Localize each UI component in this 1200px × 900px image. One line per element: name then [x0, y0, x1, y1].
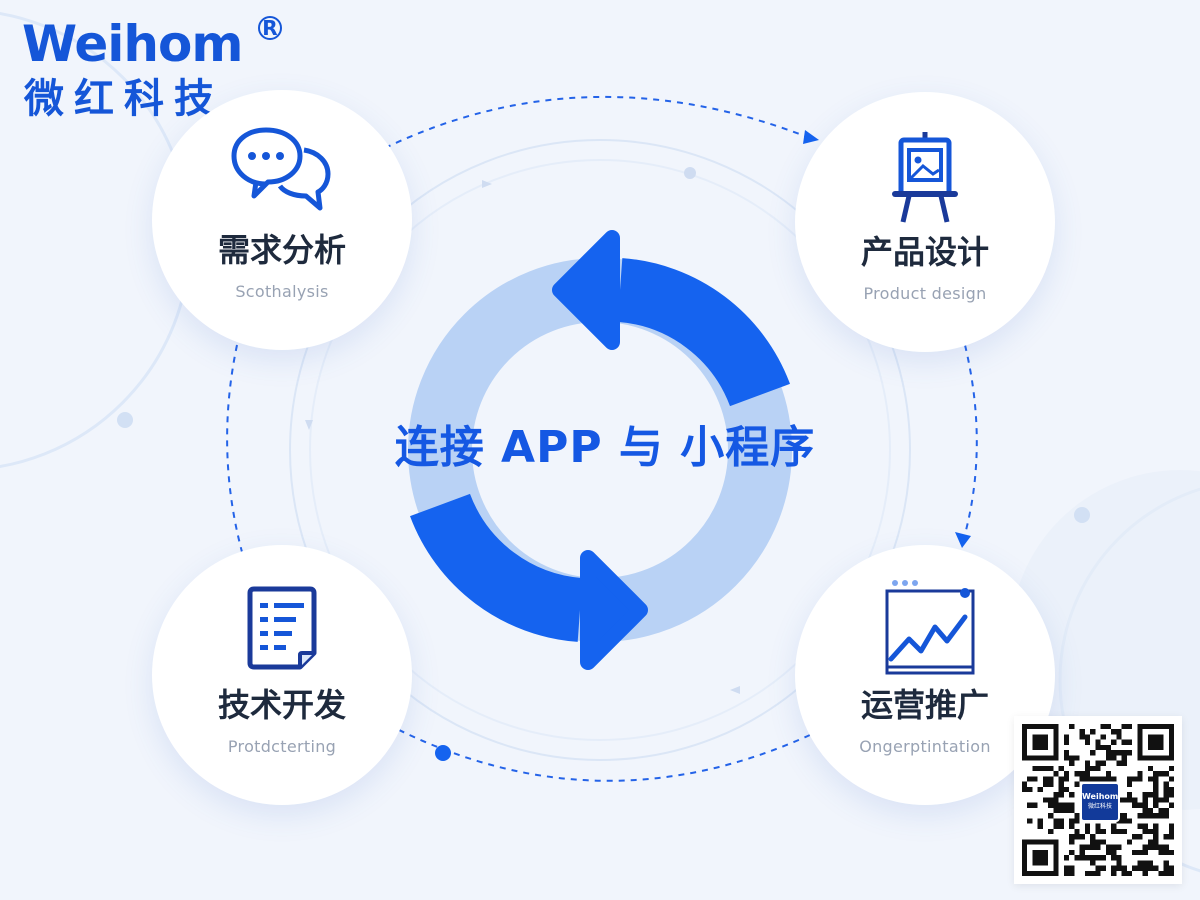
registered-mark: R	[258, 16, 282, 40]
center-title: 连接 APP 与 小程序	[394, 422, 816, 473]
node-requirement-analysis: 需求分析 Scothalysis	[152, 90, 412, 350]
orbit-arrow	[482, 180, 492, 188]
node-title: 技术开发	[217, 686, 346, 724]
orbit-inner	[289, 139, 911, 761]
document-list-icon	[247, 586, 317, 670]
node-title: 产品设计	[860, 233, 989, 271]
node-technical-development: 技术开发 Protdcterting	[152, 545, 412, 805]
brand-logo: Weihom R 微红科技	[22, 14, 292, 124]
chat-bubbles-icon	[231, 127, 331, 211]
logo-wordmark: Weihom	[22, 15, 243, 73]
orbit-dot	[684, 167, 696, 179]
orbit-arrow	[305, 420, 313, 430]
dashed-connector-bottom	[394, 727, 811, 782]
node-subtitle: Protdcterting	[227, 737, 337, 756]
growth-chart-icon	[885, 580, 975, 675]
dashed-connector-right	[961, 344, 978, 546]
connector-arrowhead	[803, 130, 819, 144]
orbit-inner-2	[309, 159, 891, 741]
node-product-design: 产品设计 Product design	[795, 92, 1055, 352]
orbit-arrow	[730, 686, 740, 694]
node-subtitle: Scothalysis	[235, 282, 329, 301]
qr-logo-chinese: 微红科技	[1087, 803, 1112, 810]
bg-dot	[1074, 507, 1090, 523]
bg-dot	[117, 412, 133, 428]
node-title: 运营推广	[860, 686, 989, 724]
cycle-arc-top	[616, 258, 790, 407]
node-title: 需求分析	[217, 231, 346, 269]
connector-arrowhead	[955, 532, 971, 548]
qr-logo-wordmark: Weihom	[1082, 792, 1119, 801]
dashed-connector-left	[226, 344, 243, 553]
node-subtitle: Ongerptintation	[859, 737, 991, 756]
connector-dot	[435, 745, 451, 761]
cycle-arrowhead-top	[552, 230, 620, 350]
node-subtitle: Product design	[863, 284, 987, 303]
qr-code-pattern	[1022, 724, 1174, 876]
logo-chinese-name: 微红科技	[24, 76, 224, 122]
design-easel-icon	[892, 132, 958, 223]
qr-center-logo: Weihom 微红科技	[1080, 782, 1120, 822]
qr-code[interactable]: Weihom 微红科技	[1014, 716, 1182, 884]
dashed-connector-top	[384, 96, 816, 149]
cycle-arc-bottom	[410, 493, 584, 642]
node-operations-promotion: 运营推广 Ongerptintation	[795, 545, 1055, 805]
cycle-arrowhead-bottom	[580, 550, 648, 670]
